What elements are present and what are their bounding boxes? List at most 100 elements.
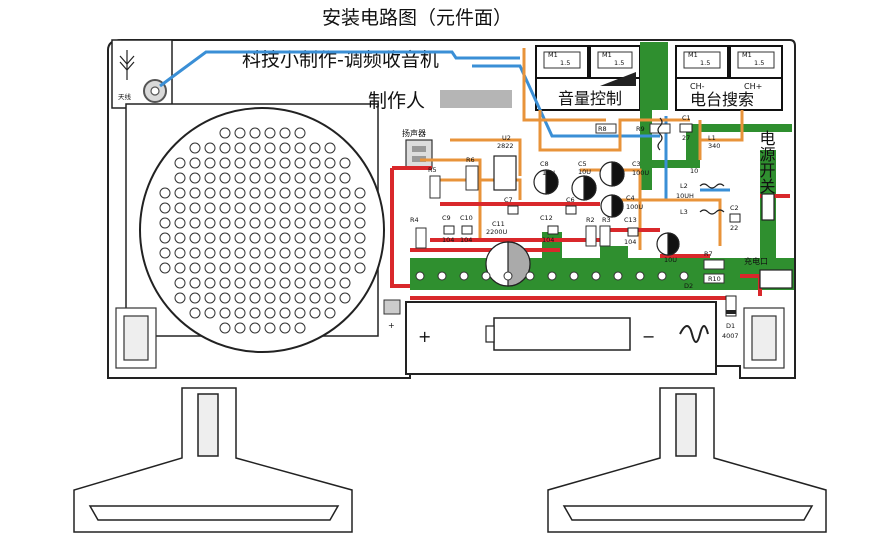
speaker-hole	[234, 202, 246, 214]
speaker-hole	[249, 232, 261, 244]
speaker-hole	[294, 262, 306, 274]
label-C2: C2	[730, 204, 739, 212]
speaker-hole	[264, 232, 276, 244]
ch-minus-label: CH-	[690, 82, 705, 91]
label-C4-val: 100U	[626, 203, 643, 211]
label-D1: D1	[726, 322, 735, 330]
speaker-hole	[219, 277, 231, 289]
speaker-hole	[249, 217, 261, 229]
speaker-hole	[204, 277, 216, 289]
speaker-hole	[159, 232, 171, 244]
speaker-hole	[279, 172, 291, 184]
ch-plus-label: CH+	[744, 82, 762, 91]
label-C1-val: 27	[682, 134, 690, 142]
solder-pad	[503, 271, 513, 281]
speaker-hole	[249, 277, 261, 289]
speaker-hole	[204, 247, 216, 259]
solder-pad	[481, 271, 491, 281]
speaker-hole	[234, 127, 246, 139]
speaker-hole	[174, 232, 186, 244]
battery-outer-plus: +	[388, 321, 395, 330]
label-R4: R4	[410, 216, 419, 224]
speaker-hole	[234, 262, 246, 274]
tuning-buttons[interactable]: M1 1.5 M1 1.5 CH- CH+ 电台搜索	[675, 45, 783, 111]
speaker-hole	[234, 247, 246, 259]
speaker-hole	[234, 172, 246, 184]
speaker-hole	[309, 172, 321, 184]
speaker-hole	[264, 127, 276, 139]
speaker-hole	[309, 157, 321, 169]
tuning-label: 电台搜索	[690, 90, 754, 109]
speaker-hole	[324, 157, 336, 169]
traces-orange	[420, 48, 744, 250]
speaker-hole	[219, 232, 231, 244]
speaker-hole	[324, 277, 336, 289]
traces-red	[390, 166, 790, 300]
speaker-hole	[279, 202, 291, 214]
speaker-connector	[405, 139, 433, 169]
speaker-hole	[249, 127, 261, 139]
speaker-hole	[324, 202, 336, 214]
power-switch[interactable]	[761, 193, 775, 221]
label-R2: R2	[586, 216, 595, 224]
speaker-hole	[324, 292, 336, 304]
speaker-hole	[294, 187, 306, 199]
label-R9: R9	[636, 125, 645, 133]
board-title: 科技小制作-调频收音机	[242, 49, 439, 71]
speaker-hole	[234, 217, 246, 229]
label-C5-val: 10U	[578, 168, 591, 176]
speaker-hole	[309, 202, 321, 214]
page-title: 安装电路图（元件面）	[322, 7, 512, 29]
speaker-hole	[339, 262, 351, 274]
btn-val-a: 1.5	[560, 59, 570, 67]
speaker-hole	[219, 142, 231, 154]
label-C13-val: 104	[624, 238, 636, 246]
power-switch-label: 电源开关	[757, 130, 776, 194]
resistors	[415, 123, 725, 284]
pcb-traces-green	[410, 42, 794, 290]
charge-port[interactable]	[759, 269, 793, 289]
speaker-hole	[279, 277, 291, 289]
speaker-hole	[279, 232, 291, 244]
label-D2: D2	[684, 282, 693, 290]
label-R6: R6	[466, 156, 475, 164]
label-C4: C4	[626, 194, 635, 202]
speaker-hole	[264, 307, 276, 319]
maker-name-blank	[440, 90, 512, 108]
label-misc-10: 10	[690, 167, 698, 175]
label-C3: C3	[632, 160, 641, 168]
speaker-hole	[264, 142, 276, 154]
speaker-hole	[309, 292, 321, 304]
speaker-hole	[294, 277, 306, 289]
solder-pad	[459, 271, 469, 281]
speaker-hole	[219, 187, 231, 199]
speaker-hole	[294, 142, 306, 154]
label-U2-val: 2822	[497, 142, 514, 150]
label-C12: C12	[540, 214, 553, 222]
speaker-hole	[279, 217, 291, 229]
speaker-hole	[309, 277, 321, 289]
label-C5: C5	[578, 160, 587, 168]
stand-left	[73, 387, 353, 533]
speaker-label: 扬声器	[402, 128, 426, 138]
speaker-hole	[339, 157, 351, 169]
speaker-hole	[189, 202, 201, 214]
label-C8: C8	[540, 160, 549, 168]
label-C9: C9	[442, 214, 451, 222]
speaker-hole	[204, 232, 216, 244]
speaker-hole	[264, 277, 276, 289]
speaker-hole	[294, 232, 306, 244]
speaker-hole	[324, 262, 336, 274]
label-L3-val: 10U	[664, 256, 677, 264]
label-C13: C13	[624, 216, 637, 224]
speaker-hole	[279, 322, 291, 334]
speaker-hole	[174, 262, 186, 274]
speaker-hole	[309, 187, 321, 199]
label-C6: C6	[566, 196, 575, 204]
speaker-hole	[189, 157, 201, 169]
volume-buttons[interactable]: M1 1.5 M1 1.5 音量控制	[535, 45, 641, 111]
label-U2: U2	[502, 134, 511, 142]
speaker-hole	[294, 217, 306, 229]
speaker-hole	[339, 187, 351, 199]
